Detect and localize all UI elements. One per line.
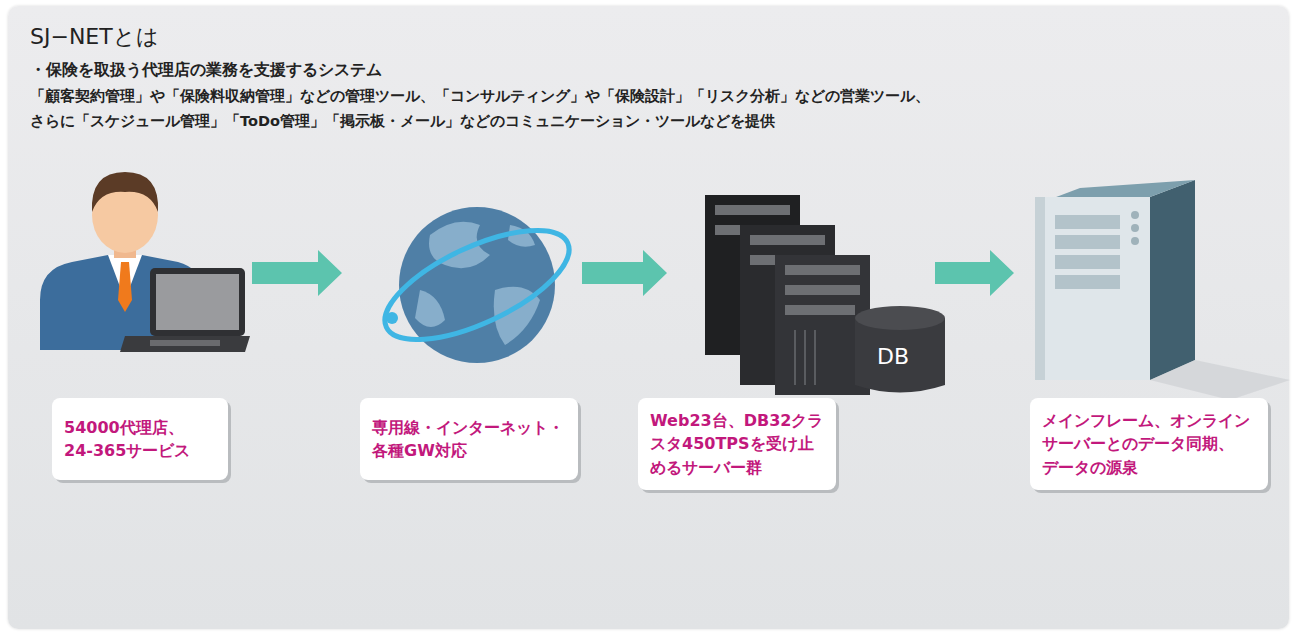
info-text: 専用線・インターネット・ 各種GW対応: [372, 416, 566, 462]
title: SJ−NETとは: [30, 22, 159, 52]
server-rack-icon: [705, 195, 870, 395]
info-box-body: 54000代理店、 24-365サービス: [64, 416, 216, 462]
globe-icon: [370, 207, 583, 363]
description-line: さらに「スケジュール管理」「ToDo管理」「掲示板・メール」などのコミュニケーシ…: [30, 112, 775, 131]
info-text: Web23台、DB32クラスタ450TPSを受け止めるサーバー群: [650, 409, 824, 479]
subtitle: ・保険を取扱う代理店の業務を支援するシステム: [30, 60, 382, 81]
mainframe-tower: [1035, 180, 1290, 400]
db-label: DB: [877, 344, 909, 369]
info-text: 54000代理店、 24-365サービス: [64, 416, 216, 462]
info-box-body: メインフレーム、オンライン サーバーとのデータ同期、 データの源泉: [1042, 409, 1256, 479]
info-box: Web23台、DB32クラスタ450TPSを受け止めるサーバー群: [638, 398, 836, 490]
info-box-body: 専用線・インターネット・ 各種GW対応: [372, 416, 566, 462]
description-line: 「顧客契約管理」や「保険料収納管理」などの管理ツール、「コンサルティング」や「保…: [30, 87, 930, 106]
info-box: 専用線・インターネット・ 各種GW対応: [360, 398, 578, 480]
database-cylinder: [855, 306, 945, 393]
info-box: 54000代理店、 24-365サービス: [52, 398, 228, 480]
laptop-icon: [120, 268, 250, 352]
info-text: メインフレーム、オンライン サーバーとのデータ同期、 データの源泉: [1042, 409, 1256, 479]
info-box: メインフレーム、オンライン サーバーとのデータ同期、 データの源泉: [1030, 398, 1268, 490]
flow-arrow: [252, 250, 1014, 296]
info-box-body: Web23台、DB32クラスタ450TPSを受け止めるサーバー群: [650, 409, 824, 479]
